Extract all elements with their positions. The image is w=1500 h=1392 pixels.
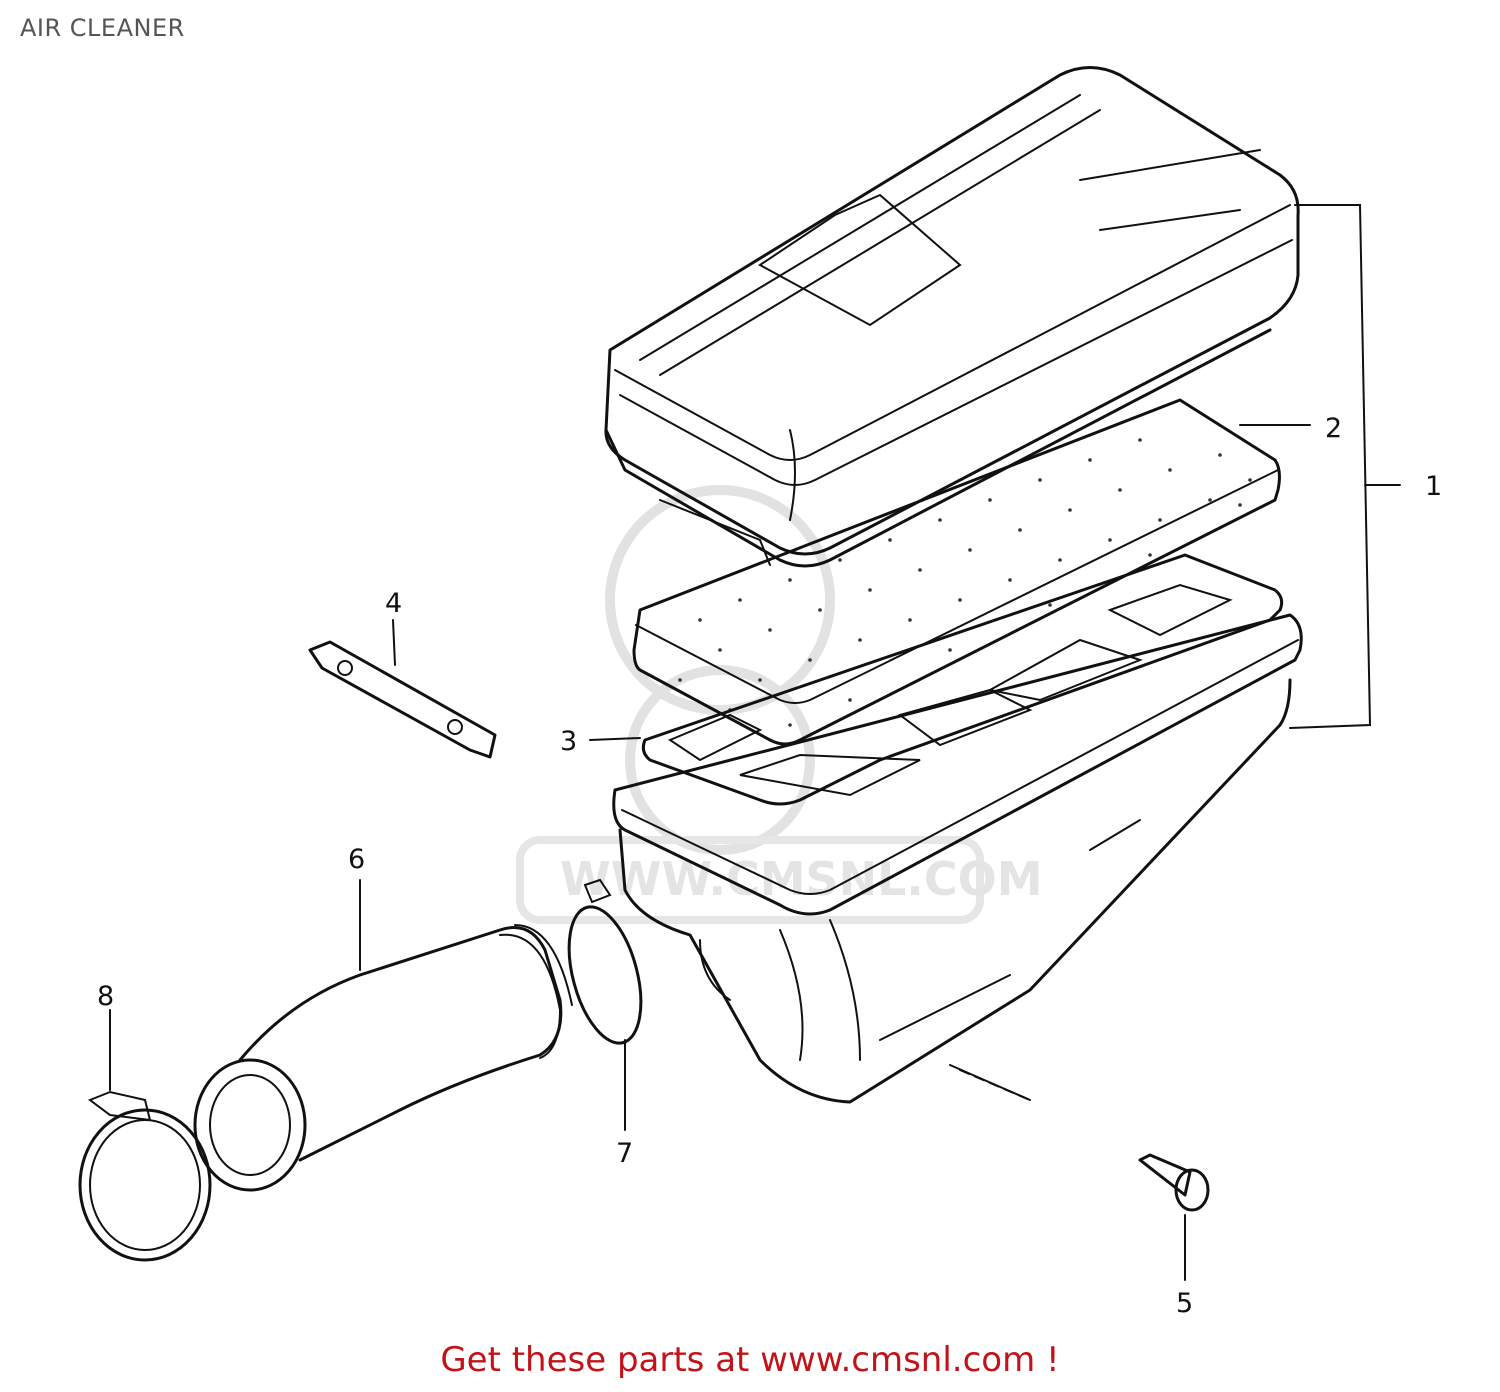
air-cleaner-cover [604,66,1300,568]
air-cleaner-case [612,613,1303,1104]
bolt [1138,1153,1210,1212]
watermark: WWW.CMSNL.COM [516,485,1043,924]
callout-5: 5 [1176,1288,1193,1319]
clamp-plate [308,640,497,759]
leader-lines [109,204,1401,1281]
callout-7: 7 [616,1138,633,1169]
element-holder [641,553,1284,806]
callout-3: 3 [560,726,577,757]
callout-4: 4 [385,588,402,619]
callout-1: 1 [1425,471,1442,502]
callout-8: 8 [97,981,114,1012]
svg-text:WWW.CMSNL.COM: WWW.CMSNL.COM [560,852,1043,906]
parts-link[interactable]: Get these parts at www.cmsnl.com ! [440,1340,1060,1380]
intake-pipe [193,924,573,1192]
clamp-7 [567,878,643,1045]
clamp-8 [78,1090,212,1262]
callout-2: 2 [1325,413,1342,444]
filter-element [632,398,1281,746]
callout-6: 6 [348,844,365,875]
diagram-title: AIR CLEANER [20,14,185,42]
